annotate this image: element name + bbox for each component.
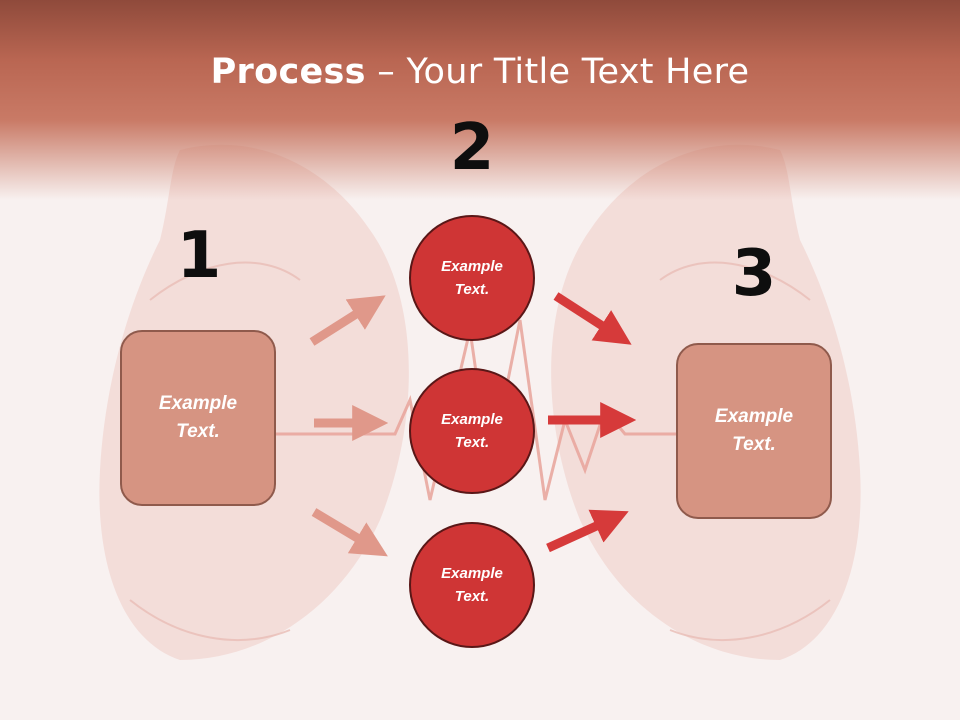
step-2-circle-middle: Example Text.: [409, 368, 535, 494]
circle-top-line1: Example: [441, 257, 503, 275]
title-bold: Process: [210, 52, 366, 92]
circle-top-line2: Text.: [454, 281, 490, 298]
circle-bottom-line2: Text.: [454, 588, 490, 605]
arrow-2-to-3-top: [553, 292, 632, 345]
arrow-1-to-2-top: [309, 295, 386, 346]
header-band: [0, 0, 960, 200]
step-2-circle-bottom: Example Text.: [409, 522, 535, 648]
arrow-2-to-3-bottom: [546, 509, 629, 553]
arrow-1-to-2-bottom: [311, 508, 388, 557]
title-rest: – Your Title Text Here: [365, 52, 750, 92]
step-1-text-line1: Example: [158, 392, 238, 414]
step-3-text-line1: Example: [714, 405, 794, 427]
circle-middle-line2: Text.: [454, 434, 490, 451]
page-title: Process – Your Title Text Here: [0, 52, 960, 92]
step-1-text-line2: Text.: [176, 421, 220, 442]
step-1-box: Example Text.: [120, 330, 276, 506]
circle-middle-line1: Example: [441, 410, 503, 428]
step-3-text-line2: Text.: [732, 434, 776, 455]
step-number-1: 1: [176, 219, 222, 293]
step-3-box: Example Text.: [676, 343, 832, 519]
step-number-2: 2: [449, 111, 495, 185]
step-number-3: 3: [731, 237, 777, 311]
circle-bottom-line1: Example: [441, 564, 503, 582]
step-2-circle-top: Example Text.: [409, 215, 535, 341]
